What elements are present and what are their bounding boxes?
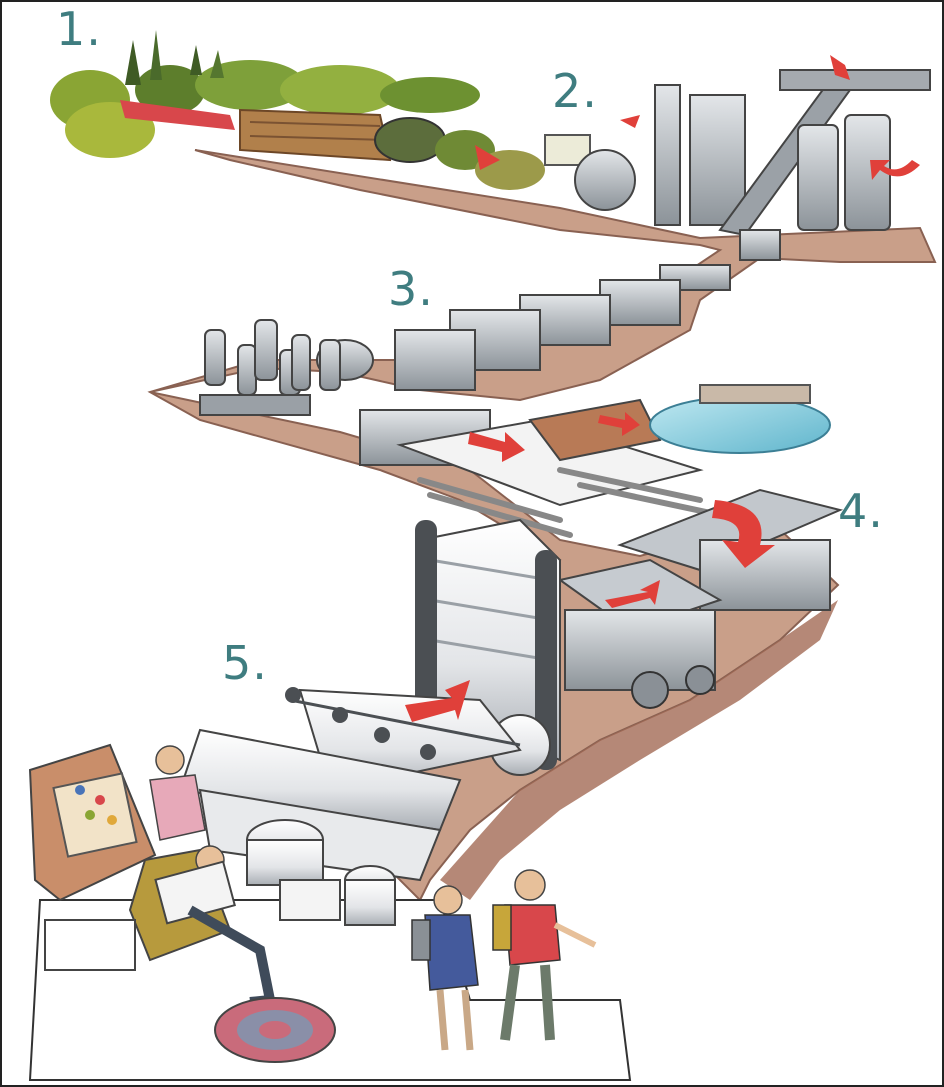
step-4-label: 4. [838, 484, 884, 538]
drying-stage [560, 490, 840, 708]
step-3-label: 3. [388, 262, 434, 316]
paper-machine-stage [180, 520, 560, 925]
step-1-label: 1. [56, 2, 102, 56]
step-5-label: 5. [222, 636, 268, 690]
step-2-label: 2. [552, 64, 598, 118]
